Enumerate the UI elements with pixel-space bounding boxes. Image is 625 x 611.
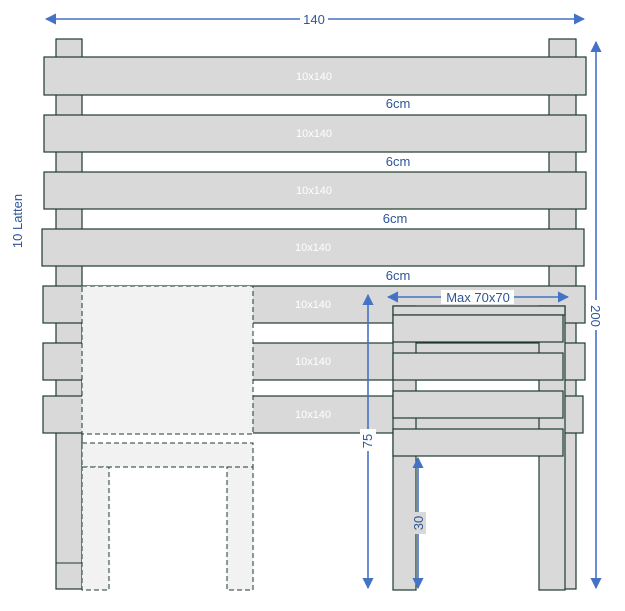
- max-box-label-bg: [441, 290, 514, 304]
- board-4: [41, 228, 585, 267]
- height-label: 200: [588, 305, 603, 327]
- gap-label-3: 6cm: [383, 211, 408, 226]
- gap-label-1: 6cm: [386, 96, 411, 111]
- gap-label-2: 6cm: [386, 154, 411, 169]
- height-75-label-bg: [360, 429, 376, 451]
- board-1-label: 10x140: [296, 71, 332, 83]
- board-2: [43, 114, 587, 153]
- shelf-top-board: [392, 305, 566, 316]
- board-4-label: 10x140: [295, 242, 331, 254]
- shelf-slat-3: [392, 390, 564, 419]
- height-30-label-bg: [410, 512, 426, 534]
- board-2-label: 10x140: [296, 128, 332, 140]
- width-label: 140: [303, 12, 325, 27]
- bench-leg-right-ghost: [226, 466, 254, 591]
- lath-count-label: 10 Latten: [10, 194, 25, 248]
- shelf-slat-2: [392, 352, 564, 381]
- bench-seat-ghost: [81, 442, 254, 468]
- max-box-label: Max 70x70: [446, 290, 510, 305]
- board-7-label: 10x140: [295, 409, 331, 421]
- height-30-label: 30: [411, 516, 426, 530]
- board-5-label: 10x140: [295, 299, 331, 311]
- board-3: [43, 171, 587, 210]
- shelf-slat-1: [392, 314, 564, 343]
- shelf-slat-4: [392, 428, 564, 457]
- bench-back-ghost: [81, 285, 254, 435]
- board-3-label: 10x140: [296, 185, 332, 197]
- board-6-label: 10x140: [295, 356, 331, 368]
- height-75-label: 75: [360, 434, 375, 448]
- gap-label-4: 6cm: [386, 268, 411, 283]
- bench-leg-left-ghost: [81, 466, 110, 591]
- board-1: [43, 56, 587, 96]
- height-label-bg: [588, 300, 604, 330]
- width-label-bg: [300, 11, 328, 27]
